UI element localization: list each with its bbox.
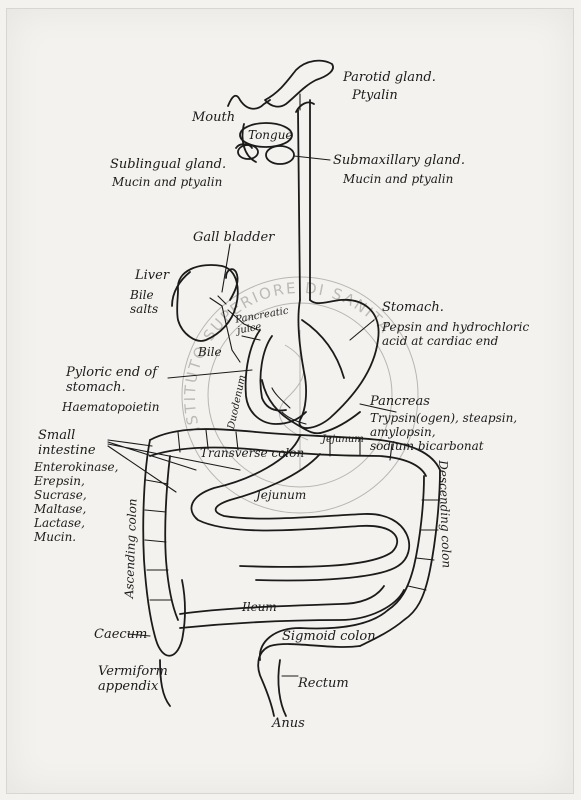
jejunum-upper-label: Jejunum [322, 434, 364, 445]
oesophagus [297, 99, 311, 301]
gall-bladder-label: Gall bladder [193, 230, 275, 245]
rectum [277, 659, 287, 717]
parotid-gland [264, 59, 334, 108]
jejunum [190, 435, 398, 568]
anus-label: Anus [272, 716, 305, 731]
sublingual-gland [237, 144, 259, 160]
stomach-outline [297, 299, 380, 429]
liver-label: Liver [135, 268, 170, 283]
ileum [179, 585, 385, 615]
small-intestine-label: Small intestine [38, 428, 96, 458]
ptyalin-label: Ptyalin [352, 88, 398, 103]
pyloric-end-label: Pyloric end of stomach. [66, 365, 158, 395]
submaxillary-gland [265, 145, 295, 165]
pancreas-enzymes-label: Trypsin(ogen), steapsin, amylopsin, sodi… [370, 411, 518, 453]
ileum-label: Ileum [242, 600, 277, 614]
small-intestine-enzymes-label: Enterokinase, Erepsin, Sucrase, Maltase,… [34, 460, 119, 544]
tongue-label: Tongue [248, 128, 293, 142]
transverse-colon-label: Transverse colon [200, 446, 305, 460]
appendix [159, 659, 171, 707]
pointer-lines [107, 439, 241, 493]
pancreas [261, 379, 361, 435]
bile-salts-label: Bile salts [130, 288, 159, 316]
vermiform-appendix-label: Vermiform appendix [98, 664, 168, 694]
bile-label: Bile [198, 345, 222, 359]
haematopoietin-label: Haematopoietin [62, 400, 160, 414]
stomach-label: Stomach. [382, 300, 444, 315]
bile-duct [209, 295, 259, 363]
mouth [227, 94, 271, 110]
sublingual-enzymes-label: Mucin and ptyalin [112, 175, 223, 189]
submaxillary-gland-label: Submaxillary gland. [333, 153, 465, 168]
caecum-label: Caecum [94, 627, 148, 642]
stomach-enzymes-label: Pepsin and hydrochloric acid at cardiac … [382, 320, 530, 348]
duodenum [244, 329, 307, 425]
pancreas-label: Pancreas [370, 394, 430, 409]
jejunum-lower-label: Jejunum [256, 488, 307, 502]
sublingual-gland-label: Sublingual gland. [110, 157, 227, 172]
mouth-label: Mouth [192, 110, 236, 125]
gall-bladder [225, 268, 239, 301]
descending-colon [359, 469, 441, 647]
rectum-label: Rectum [298, 676, 349, 691]
tongue-outline [239, 122, 293, 148]
transverse-colon [149, 428, 441, 471]
sigmoid-colon-label: Sigmoid colon [282, 629, 376, 644]
submaxillary-enzymes-label: Mucin and ptyalin [343, 172, 454, 186]
ascending-colon [142, 439, 186, 657]
parotid-gland-label: Parotid gland. [343, 70, 436, 85]
